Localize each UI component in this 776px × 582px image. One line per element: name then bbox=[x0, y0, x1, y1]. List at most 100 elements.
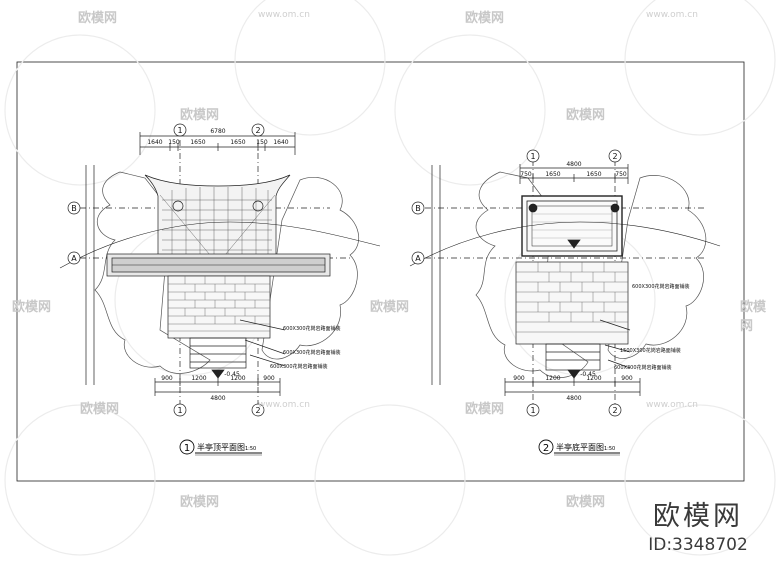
dimension-part: 900 bbox=[513, 375, 525, 382]
axis-label: B bbox=[415, 204, 421, 213]
watermark-logo: 欧模网 bbox=[465, 11, 505, 26]
axis-labels-1: 1 2 1 2 B A bbox=[71, 126, 260, 415]
axis-bubbles-1 bbox=[67, 123, 265, 417]
axis-bubble-2-top bbox=[251, 123, 265, 137]
axis-label: 1 bbox=[530, 152, 535, 161]
axis-label: 1 bbox=[177, 406, 182, 415]
column-left bbox=[528, 203, 538, 213]
axis-label: B bbox=[71, 204, 77, 213]
sheet-border bbox=[16, 61, 745, 482]
pavilion-base bbox=[521, 195, 623, 257]
axis-bubble-1-bottom bbox=[173, 403, 187, 417]
path-curve bbox=[409, 221, 721, 267]
brick-pattern bbox=[516, 262, 628, 333]
note-text: 600X300花岗岩路面铺装 bbox=[614, 364, 672, 371]
dimension-part: 1640 bbox=[273, 139, 288, 146]
watermark-logo: 欧模网 bbox=[465, 402, 505, 417]
dimension-part: 1200 bbox=[586, 375, 601, 382]
dimension-part: 1650 bbox=[230, 139, 245, 146]
dimension-part: 900 bbox=[263, 375, 275, 382]
watermark-logo: 欧模网 bbox=[12, 300, 52, 315]
title-number: 1 bbox=[184, 443, 190, 454]
roof-plan-drawing bbox=[59, 132, 381, 405]
ridge-ornament-right bbox=[252, 200, 264, 212]
brick-pattern bbox=[168, 276, 270, 332]
entry-steps bbox=[189, 337, 247, 369]
dimension-part: 1650 bbox=[586, 171, 601, 178]
title-scale: 1:50 bbox=[245, 446, 256, 452]
axis-bubble-2-bottom bbox=[251, 403, 265, 417]
watermark-pattern bbox=[4, 0, 776, 556]
brand-id: ID:3348702 bbox=[648, 535, 748, 555]
axis-labels-2: 1 2 1 2 B A bbox=[415, 152, 617, 415]
axis-bubbles-2 bbox=[411, 149, 622, 417]
axis-label: 2 bbox=[612, 152, 617, 161]
title-number-bubble bbox=[538, 439, 554, 455]
notes-1: 600X300花岗岩路面铺装 600X300花岗岩路面铺装 600X300花岗岩… bbox=[270, 325, 341, 370]
watermark-logo: 欧模网 bbox=[180, 108, 220, 123]
dimension-text-2: 4800 750 1650 1650 750 900 1200 1200 900… bbox=[513, 161, 633, 402]
drawing-title-2: 2 半亭底平面图 1:50 bbox=[538, 439, 620, 456]
column-right bbox=[610, 203, 620, 213]
shrub-outline-1 bbox=[94, 171, 359, 374]
watermark-logo: 欧模网 bbox=[566, 108, 606, 123]
entry-steps bbox=[545, 343, 601, 371]
axis-label: A bbox=[71, 254, 77, 263]
dimension-part: 900 bbox=[161, 375, 173, 382]
axis-label: A bbox=[415, 254, 421, 263]
note-text: 1500X300花岗岩路面铺装 bbox=[620, 347, 681, 354]
dimension-part: 1200 bbox=[191, 375, 206, 382]
title-number: 2 bbox=[543, 443, 549, 454]
watermark-logo: 欧模网 bbox=[370, 300, 410, 315]
elevation-label: -0.45 bbox=[580, 371, 596, 378]
note-text: 600X300花岗岩路面铺装 bbox=[632, 283, 690, 290]
base-plan-drawing bbox=[409, 160, 721, 405]
title-scale: 1:50 bbox=[604, 446, 615, 452]
dimension-part: 1200 bbox=[545, 375, 560, 382]
brand-name: 欧模网 bbox=[653, 501, 743, 532]
axis-label: 2 bbox=[255, 126, 260, 135]
note-text: 600X300花岗岩路面铺装 bbox=[270, 363, 328, 370]
paved-platform bbox=[515, 261, 629, 345]
title-text: 半亭顶平面图 bbox=[197, 442, 245, 452]
watermark-logo: 欧模网 bbox=[180, 495, 220, 510]
brick-paving bbox=[167, 275, 271, 339]
title-text: 半亭底平面图 bbox=[556, 442, 604, 452]
dimension-part: 900 bbox=[621, 375, 633, 382]
ridge-ornament-left bbox=[172, 200, 184, 212]
axis-label: 2 bbox=[255, 406, 260, 415]
title-number-bubble bbox=[179, 439, 195, 455]
note-text: 600X300花岗岩路面铺装 bbox=[283, 349, 341, 356]
watermark-logo: 欧模网 bbox=[78, 11, 118, 26]
axis-bubble-1-top bbox=[526, 149, 540, 163]
dimension-total: 4800 bbox=[566, 395, 581, 402]
watermark-logo: 欧模网 bbox=[740, 300, 767, 334]
brand-block: 欧模网 ID:3348702 bbox=[636, 500, 760, 556]
axis-bubble-1-top bbox=[173, 123, 187, 137]
dimension-total: 4800 bbox=[210, 395, 225, 402]
dimension-part: 1640 bbox=[147, 139, 162, 146]
watermark-logo: 欧模网 bbox=[80, 402, 120, 417]
dimension-part: 1650 bbox=[190, 139, 205, 146]
roof-outline bbox=[144, 174, 291, 263]
watermark-url: www.om.cn bbox=[258, 10, 310, 20]
dimension-total: 4800 bbox=[566, 161, 581, 168]
watermark-url: www.om.cn bbox=[646, 10, 698, 20]
axis-bubble-B bbox=[67, 201, 81, 215]
shrub-outline-2 bbox=[475, 171, 707, 379]
axis-label: 1 bbox=[530, 406, 535, 415]
dimension-part: 750 bbox=[615, 171, 627, 178]
dimension-part: 1200 bbox=[230, 375, 245, 382]
note-text: 600X300花岗岩路面铺装 bbox=[283, 325, 341, 332]
watermark-url: www.om.cn bbox=[258, 400, 310, 410]
axis-bubble-A bbox=[67, 251, 81, 265]
dimension-part: 750 bbox=[520, 171, 532, 178]
axis-bubble-B bbox=[411, 201, 425, 215]
axis-bubble-2-top bbox=[608, 149, 622, 163]
dimension-part: 150 bbox=[256, 139, 268, 146]
axis-bubble-2-bottom bbox=[608, 403, 622, 417]
dimension-part: 150 bbox=[168, 139, 180, 146]
watermark-logo: 欧模网 bbox=[566, 495, 606, 510]
axis-label: 2 bbox=[612, 406, 617, 415]
elevation-label: -0.45 bbox=[224, 371, 240, 378]
